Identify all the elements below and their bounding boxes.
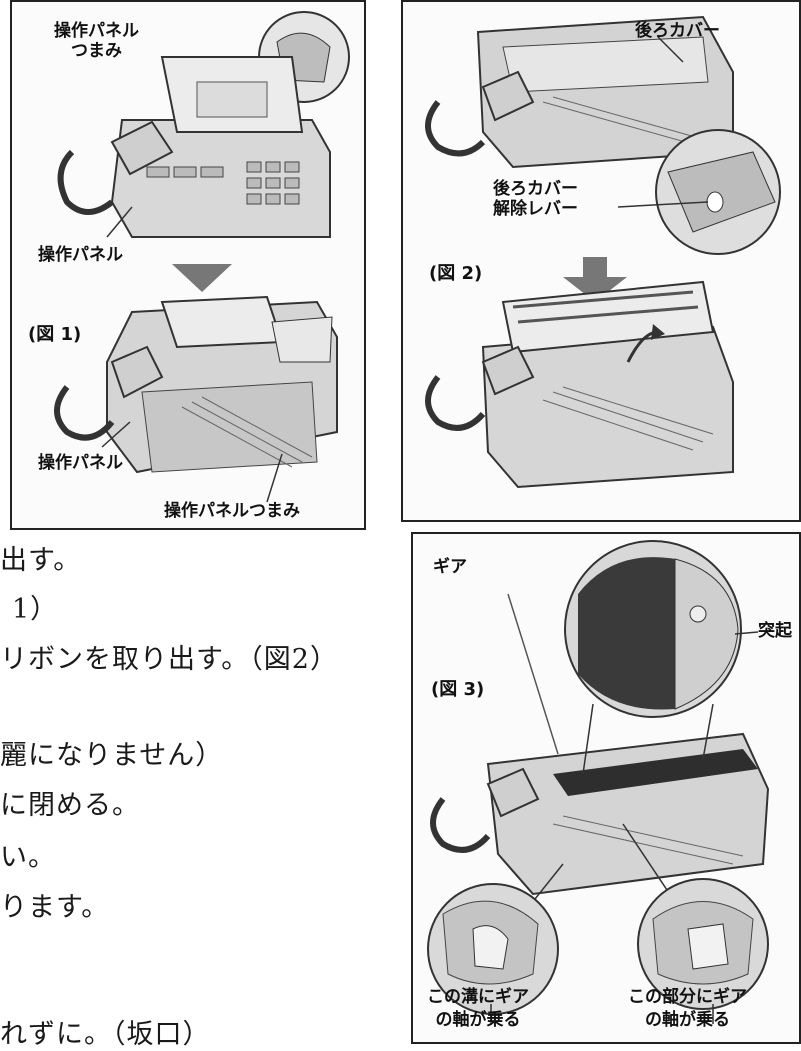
label-rear-cover-release-lever: 後ろカバー 解除レバー <box>493 179 578 219</box>
arrow-down-shape <box>172 264 232 292</box>
fax-machine-illustration-top <box>54 11 350 503</box>
label-panel-knob-bottom: 操作パネルつまみ <box>164 501 300 521</box>
body-text-line: 出す。 <box>0 545 82 576</box>
fax-gear-ribbon-illustration <box>427 540 770 1024</box>
label-rear-cover: 後ろカバー <box>635 21 720 41</box>
figure-1-label: (図 1) <box>28 324 82 345</box>
body-text-line: リボンを取り出す。（図2） <box>0 644 338 675</box>
figure-3-label: (図 3) <box>431 679 485 700</box>
body-text-line: れずに。（坂口） <box>0 1019 211 1050</box>
figure-3-panel: ギア 突起 (図 3) この溝にギア の軸が乗る この部分にギア の軸が乗る <box>411 532 801 1044</box>
fax-rear-cover-illustration <box>425 15 781 489</box>
body-text-line: い。 <box>0 842 56 873</box>
label-gear: ギア <box>433 557 467 577</box>
arrow-down-shape <box>563 277 627 302</box>
figure-1-panel: 操作パネル つまみ 操作パネル (図 1) 操作パネル 操作パネルつまみ <box>10 0 366 530</box>
figure-2-panel: 後ろカバー 後ろカバー 解除レバー (図 2) <box>401 0 801 522</box>
caption-groove: この溝にギア の軸が乗る <box>427 987 529 1030</box>
body-text-line: に閉める。 <box>0 790 140 821</box>
caption-part: この部分にギア の軸が乗る <box>628 987 747 1030</box>
label-panel-bottom-left: 操作パネル <box>38 453 123 473</box>
label-panel-mid: 操作パネル <box>38 245 123 265</box>
label-protrusion: 突起 <box>758 621 792 641</box>
body-text-line: 麗になりません） <box>0 740 224 771</box>
figure-2-label: (図 2) <box>429 263 483 284</box>
label-panel-knob: 操作パネル つまみ <box>54 21 139 61</box>
body-text-line: ります。 <box>0 892 110 923</box>
body-text-line: 1） <box>12 594 59 625</box>
